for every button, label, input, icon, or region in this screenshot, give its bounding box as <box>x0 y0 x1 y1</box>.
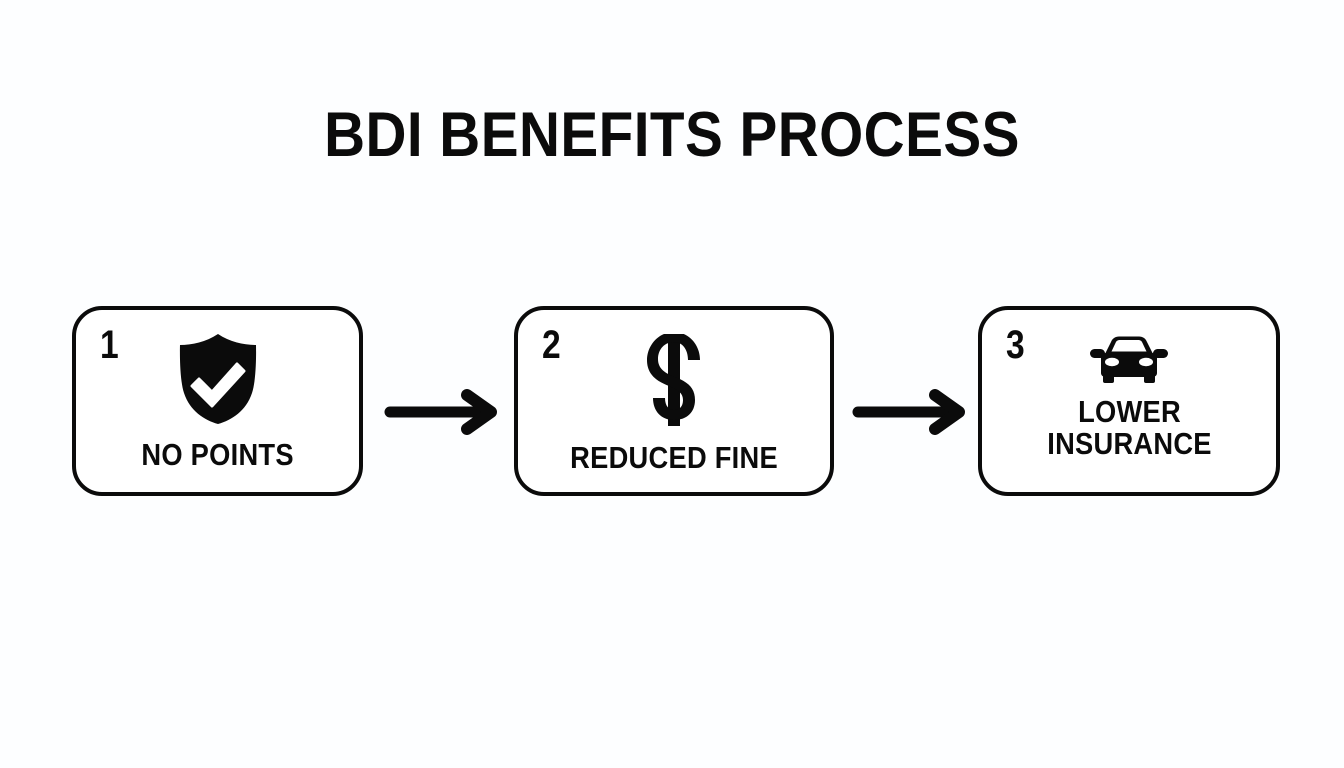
car-front-icon <box>1089 336 1169 384</box>
step-content-1: NO POINTS <box>76 310 359 492</box>
process-flow-diagram: 1 NO POINTS 2 <box>0 306 1344 498</box>
process-step-card-3[interactable]: 3 LOWER <box>978 306 1280 496</box>
dollar-sign-icon <box>643 334 705 426</box>
step-number-1: 1 <box>100 323 119 367</box>
arrow-right-icon-2 <box>852 389 970 435</box>
step-label-3-line-2: INSURANCE <box>1046 425 1212 461</box>
shield-check-icon <box>176 333 260 425</box>
step-content-3: LOWER INSURANCE <box>982 310 1276 492</box>
step-label-2: REDUCED FINE <box>570 440 778 475</box>
step-label-1: NO POINTS <box>141 437 294 472</box>
step-label-3: LOWER INSURANCE <box>1047 396 1212 459</box>
step-content-2: REDUCED FINE <box>518 310 830 492</box>
step-label-3-line-1: LOWER <box>1077 394 1181 429</box>
process-step-card-1[interactable]: 1 NO POINTS <box>72 306 363 496</box>
page-title: BDI BENEFITS PROCESS <box>324 100 1020 170</box>
arrow-right-icon-1 <box>384 389 502 435</box>
step-number-2: 2 <box>542 323 561 367</box>
step-number-3: 3 <box>1006 323 1025 367</box>
process-step-card-2[interactable]: 2 REDUCED FINE <box>514 306 834 496</box>
